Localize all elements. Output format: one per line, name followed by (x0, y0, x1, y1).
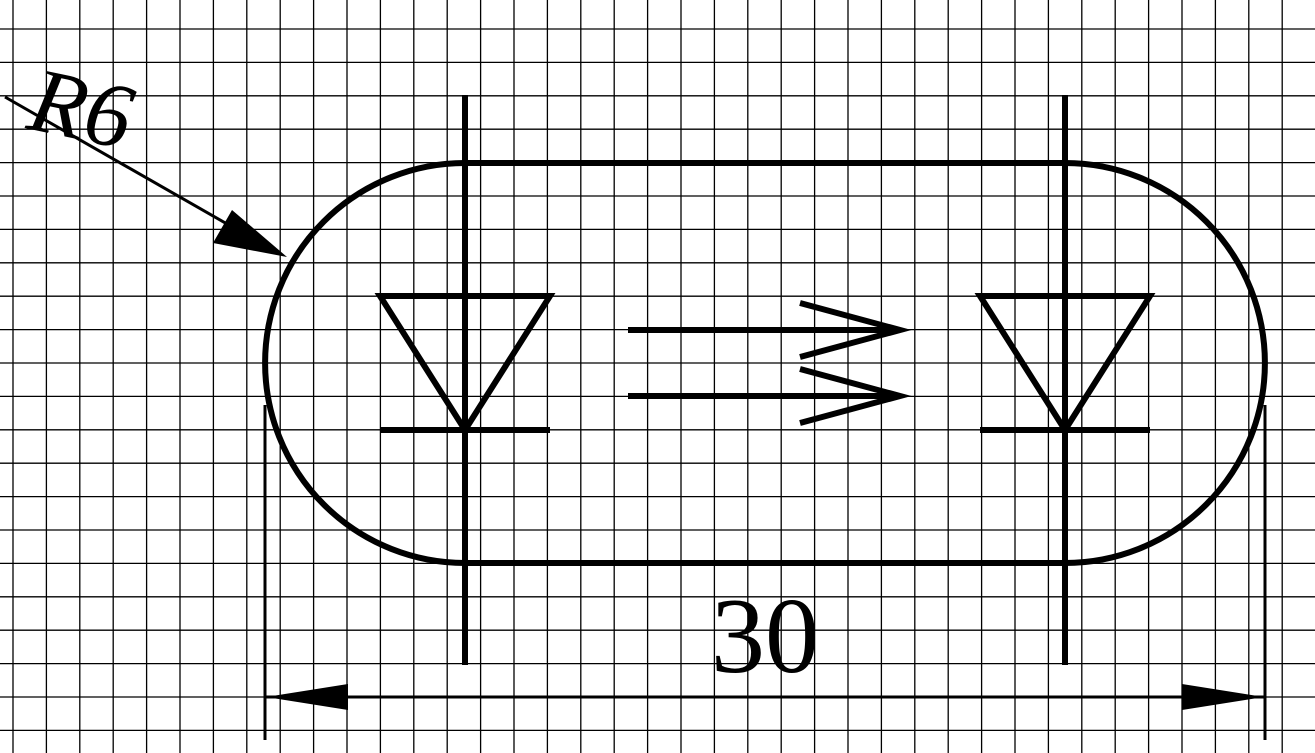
coupling-arrow-lower (628, 366, 912, 426)
right-diode-symbol (974, 293, 1156, 436)
radius-label: R6 (20, 48, 142, 169)
right-diode-triangle (974, 293, 1156, 436)
left-diode-symbol (374, 293, 556, 436)
radius-leader-arrowhead (213, 210, 287, 257)
width-label: 30 (711, 577, 819, 696)
left-diode-triangle (374, 293, 556, 436)
dimension-arrowhead-left (266, 684, 348, 710)
width-dimension (263, 405, 1267, 740)
dimension-arrowhead-right (1182, 684, 1264, 710)
radius-leader (4, 95, 287, 257)
coupling-arrow-upper (628, 300, 912, 360)
optical-coupling-arrows (628, 300, 912, 426)
